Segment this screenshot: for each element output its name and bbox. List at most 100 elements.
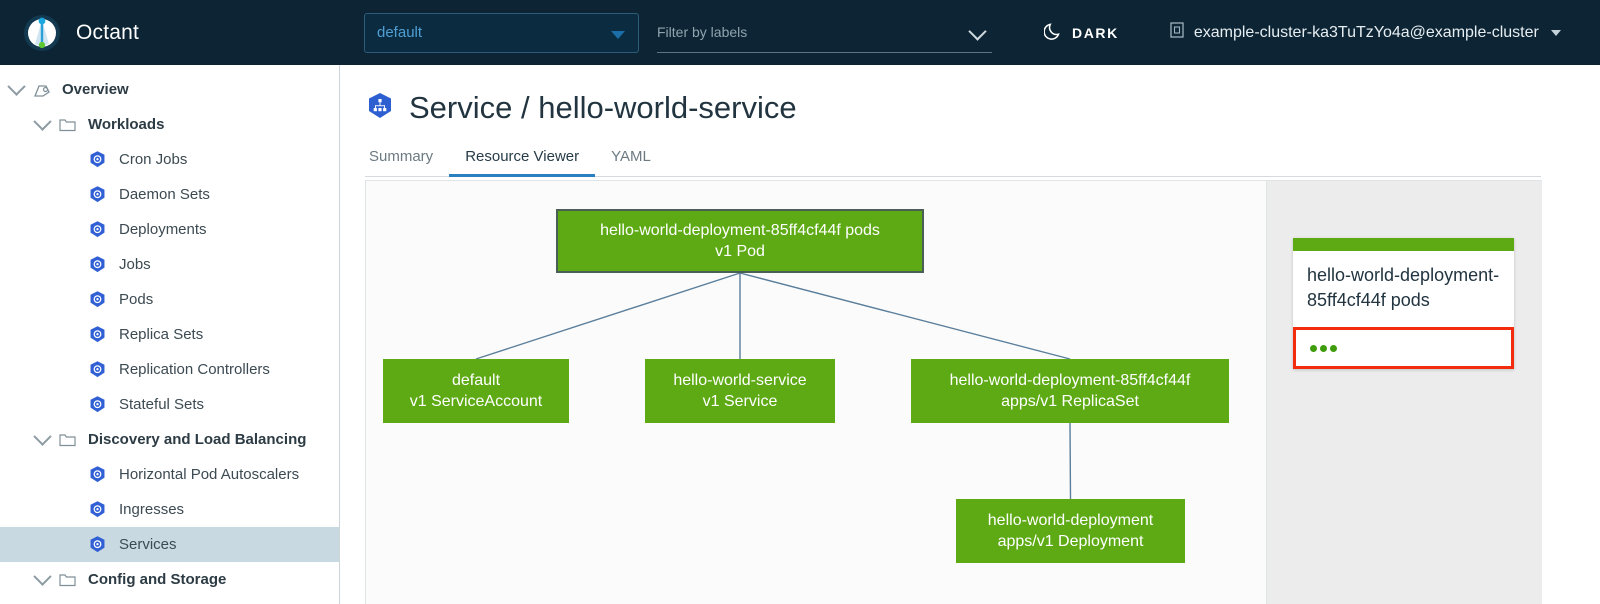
sidebar-item-label: Ingresses: [119, 501, 185, 518]
sidebar-item-ingresses[interactable]: Ingresses: [0, 492, 339, 527]
status-dot[interactable]: [1330, 344, 1337, 352]
resource-viewer-canvas[interactable]: hello-world-deployment-85ff4cf44f pods v1…: [365, 180, 1542, 604]
card-status-dots[interactable]: [1293, 327, 1514, 369]
folder-icon: [59, 433, 76, 447]
sidebar-item-label: Deployments: [119, 221, 207, 238]
sidebar-item-label: Jobs: [119, 256, 151, 273]
tab-yaml[interactable]: YAML: [611, 148, 651, 165]
graph-edge: [475, 272, 741, 360]
sidebar-item-label: Replica Sets: [119, 326, 204, 343]
tab-summary[interactable]: Summary: [369, 148, 434, 165]
sidebar-item-daemon-sets[interactable]: Daemon Sets: [0, 177, 339, 212]
graph-node-deployment[interactable]: hello-world-deployment apps/v1 Deployment: [956, 499, 1185, 563]
octant-logo-icon: [22, 13, 62, 53]
sidebar-item-pods[interactable]: Pods: [0, 282, 339, 317]
sidebar-item-discovery-and-load-balancing[interactable]: Discovery and Load Balancing: [0, 422, 339, 457]
graph-node-kind: v1 Service: [702, 393, 778, 410]
tab-resource-viewer[interactable]: Resource Viewer: [449, 142, 596, 177]
deployment-icon: [88, 220, 107, 239]
top-header: Octant default Filter by labels DARK exa…: [0, 0, 1600, 65]
graph-node-kind: v1 Pod: [715, 243, 765, 260]
moon-icon: [1043, 21, 1063, 45]
sidebar-item-label: Replication Controllers: [119, 361, 270, 378]
brand-name: Octant: [76, 20, 140, 44]
ingress-icon: [88, 500, 107, 519]
graph-node-name: hello-world-deployment-85ff4cf44f: [949, 372, 1191, 389]
main-content: Service / hello-world-service Summary Res…: [341, 65, 1600, 604]
cluster-name: example-cluster-ka3TuTzYo4a@example-clus…: [1193, 23, 1539, 41]
namespace-select[interactable]: default: [364, 12, 639, 53]
label-filter-placeholder: Filter by labels: [657, 24, 748, 40]
detail-panel: hello-world-deployment-85ff4cf44f pods: [1266, 181, 1542, 604]
sidebar-item-horizontal-pod-autoscalers[interactable]: Horizontal Pod Autoscalers: [0, 457, 339, 492]
label-filter-input[interactable]: Filter by labels: [657, 13, 992, 53]
status-dot[interactable]: [1310, 344, 1317, 352]
page-title-text: Service / hello-world-service: [409, 90, 797, 125]
theme-toggle-label: DARK: [1072, 24, 1119, 41]
sidebar-item-replication-controllers[interactable]: Replication Controllers: [0, 352, 339, 387]
graph-node-service[interactable]: hello-world-service v1 Service: [645, 359, 835, 423]
cluster-icon: [1169, 21, 1185, 44]
graph-node-kind: apps/v1 Deployment: [997, 533, 1144, 550]
service-icon: [365, 91, 395, 126]
pod-icon: [88, 290, 107, 309]
sidebar-item-workloads[interactable]: Workloads: [0, 107, 339, 142]
sidebar-item-cron-jobs[interactable]: Cron Jobs: [0, 142, 339, 177]
job-icon: [88, 255, 107, 274]
resource-graph[interactable]: hello-world-deployment-85ff4cf44f pods v1…: [366, 181, 1542, 604]
chevron-down-icon[interactable]: [33, 427, 52, 446]
tab-bar[interactable]: Summary Resource Viewer YAML: [365, 142, 1541, 177]
chevron-down-icon[interactable]: [33, 112, 52, 131]
namespace-value: default: [377, 24, 423, 41]
sidebar-item-label: Config and Storage: [88, 571, 227, 588]
sidebar-item-replica-sets[interactable]: Replica Sets: [0, 317, 339, 352]
graph-node-name: hello-world-service: [673, 372, 807, 389]
overview-icon: [33, 83, 50, 97]
graph-node-kind: apps/v1 ReplicaSet: [1001, 393, 1139, 410]
graph-node-sa[interactable]: default v1 ServiceAccount: [383, 359, 569, 423]
graph-node-pod[interactable]: hello-world-deployment-85ff4cf44f pods v1…: [556, 209, 924, 273]
service-icon: [88, 535, 107, 554]
hpa-icon: [88, 465, 107, 484]
sidebar-item-label: Workloads: [88, 116, 165, 133]
cluster-selector[interactable]: example-cluster-ka3TuTzYo4a@example-clus…: [1169, 21, 1561, 44]
replicaset-icon: [88, 325, 107, 344]
graph-edge: [739, 272, 1071, 360]
chevron-down-icon[interactable]: [7, 77, 26, 96]
sidebar-item-label: Stateful Sets: [119, 396, 205, 413]
sidebar-item-jobs[interactable]: Jobs: [0, 247, 339, 282]
folder-icon: [59, 573, 76, 587]
sidebar-item-deployments[interactable]: Deployments: [0, 212, 339, 247]
folder-icon: [59, 118, 76, 132]
caret-down-icon: [1550, 29, 1561, 36]
detail-card[interactable]: hello-world-deployment-85ff4cf44f pods: [1293, 238, 1514, 369]
cronjob-icon: [88, 150, 107, 169]
sidebar-item-overview[interactable]: Overview: [0, 72, 339, 107]
sidebar-item-services[interactable]: Services: [0, 527, 339, 562]
theme-toggle[interactable]: DARK: [1043, 21, 1119, 45]
status-dot[interactable]: [1320, 344, 1327, 352]
sidebar-item-label: Cron Jobs: [119, 151, 188, 168]
page-title: Service / hello-world-service: [341, 65, 1600, 126]
graph-node-name: hello-world-deployment: [987, 512, 1154, 529]
caret-down-icon: [611, 30, 625, 39]
replicationcontroller-icon: [88, 360, 107, 379]
sidebar-item-label: Pods: [119, 291, 154, 308]
graph-node-name: hello-world-deployment-85ff4cf44f pods: [600, 222, 880, 239]
sidebar-item-label: Services: [119, 536, 177, 553]
graph-edges: [475, 272, 1072, 500]
chevron-down-icon[interactable]: [968, 21, 987, 41]
brand[interactable]: Octant: [0, 13, 340, 53]
sidebar-item-label: Daemon Sets: [119, 186, 210, 203]
graph-edge: [1069, 422, 1072, 500]
statefulset-icon: [88, 395, 107, 414]
graph-node-replicaset[interactable]: hello-world-deployment-85ff4cf44f apps/v1…: [911, 359, 1229, 423]
chevron-down-icon[interactable]: [33, 567, 52, 586]
graph-node-kind: v1 ServiceAccount: [409, 393, 543, 410]
graph-node-name: default: [451, 372, 501, 389]
sidebar-item-stateful-sets[interactable]: Stateful Sets: [0, 387, 339, 422]
daemonset-icon: [88, 185, 107, 204]
sidebar-item-config-and-storage[interactable]: Config and Storage: [0, 562, 339, 597]
sidebar-item-label: Overview: [62, 81, 129, 98]
